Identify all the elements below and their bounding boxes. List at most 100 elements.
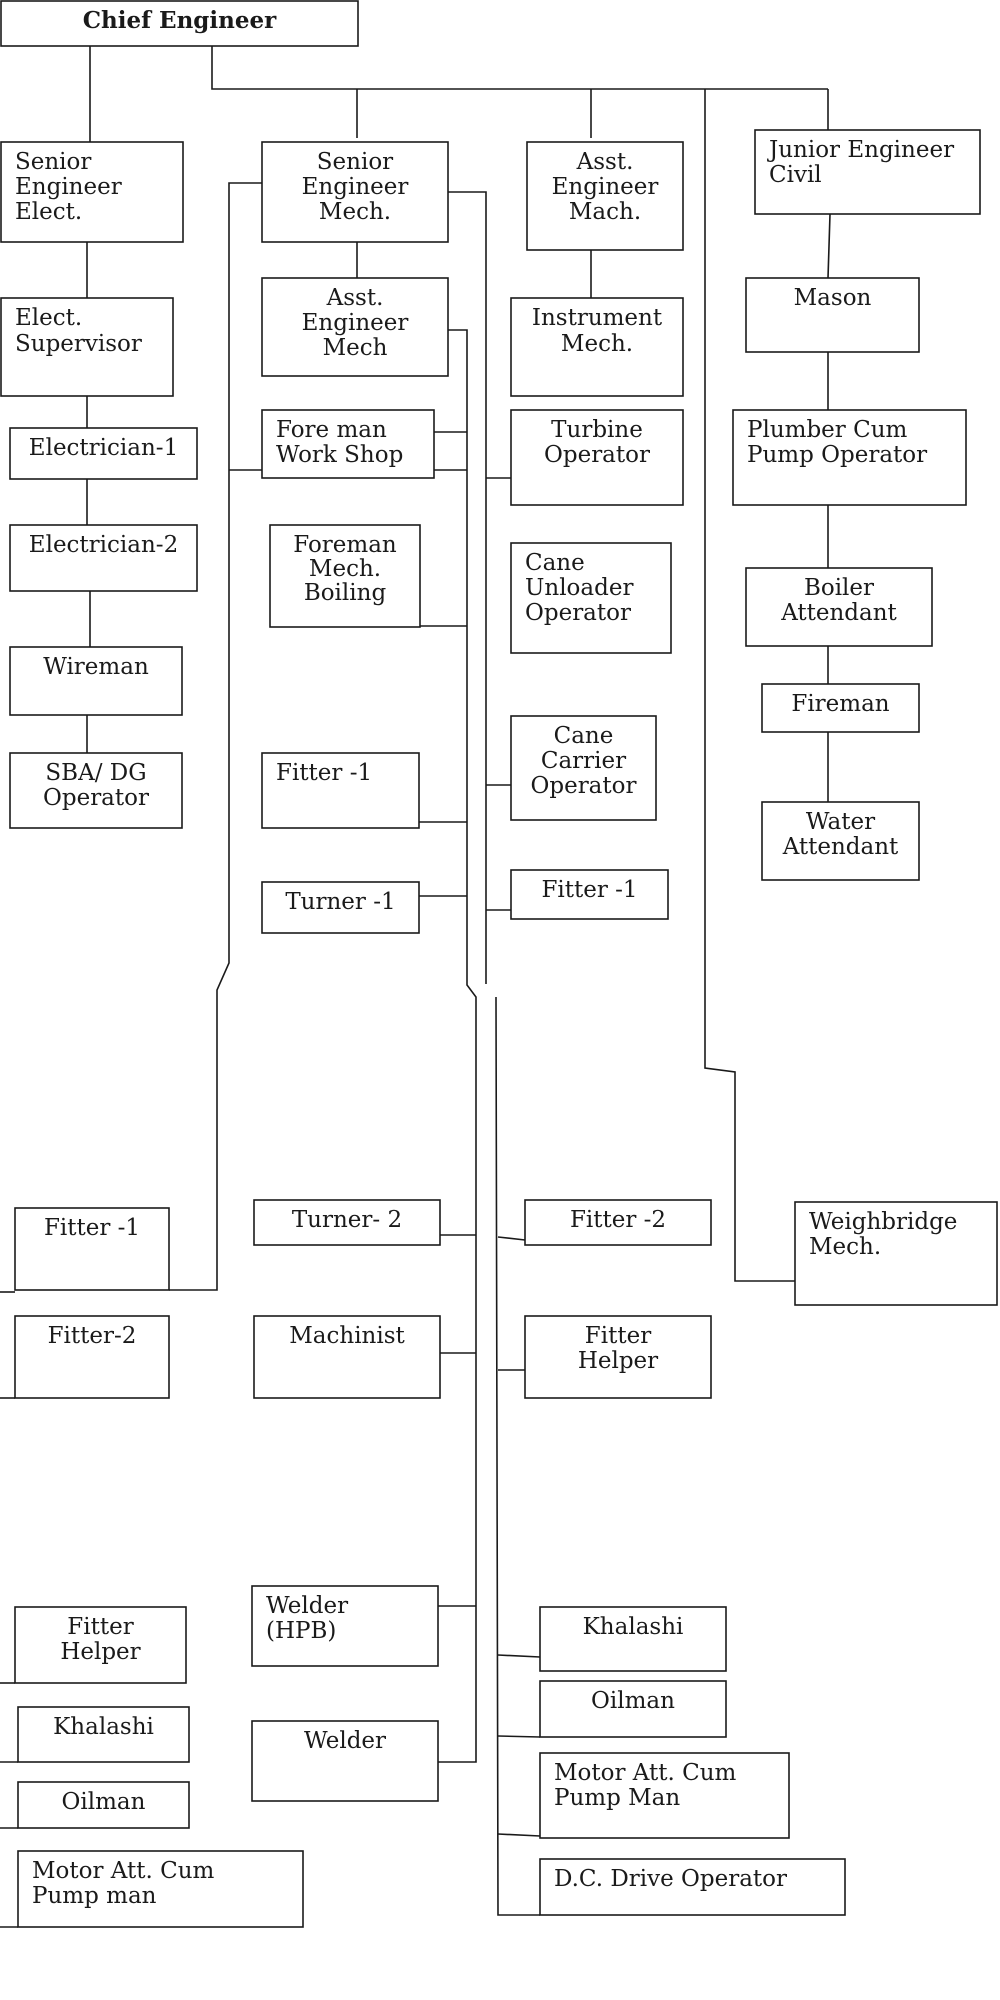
node-box bbox=[9, 427, 198, 480]
node-label: Senior bbox=[317, 149, 393, 175]
node-label: Electrician-2 bbox=[29, 532, 178, 558]
connector-line bbox=[169, 182, 262, 1291]
node-label: Weighbridge bbox=[809, 1209, 957, 1235]
node-label: Pump Man bbox=[554, 1785, 680, 1811]
node-label: Engineer bbox=[302, 174, 409, 200]
node-label: Fitter -1 bbox=[276, 760, 372, 786]
node-label: Mason bbox=[794, 285, 872, 311]
node-label: Attendant bbox=[782, 834, 899, 860]
node-label: (HPB) bbox=[266, 1618, 336, 1644]
node-fireman: Fireman bbox=[761, 683, 920, 733]
node-label: Helper bbox=[60, 1639, 140, 1665]
node-box bbox=[14, 1315, 170, 1399]
node-label: Mach. bbox=[569, 199, 641, 225]
connector-line bbox=[448, 191, 487, 984]
node-label: Engineer bbox=[552, 174, 659, 200]
connector-line bbox=[497, 1654, 541, 1658]
node-box bbox=[251, 1720, 439, 1802]
node-turner1: Turner -1 bbox=[261, 881, 420, 934]
node-label: Mech. bbox=[561, 331, 633, 357]
connector-line bbox=[497, 1735, 541, 1738]
node-box bbox=[0, 0, 359, 47]
node-label: Chief Engineer bbox=[83, 7, 277, 34]
connector-line bbox=[827, 213, 831, 279]
node-box bbox=[17, 1706, 190, 1763]
node-box bbox=[14, 1207, 170, 1291]
node-label: Attendant bbox=[780, 600, 897, 626]
connector-line bbox=[497, 1236, 526, 1241]
node-box bbox=[745, 567, 933, 647]
node-label: SBA/ DG bbox=[45, 760, 146, 786]
node-label: Oilman bbox=[62, 1789, 146, 1815]
node-label: Fitter -2 bbox=[570, 1207, 666, 1233]
node-label: Elect. bbox=[15, 305, 82, 331]
connector-line bbox=[704, 89, 795, 1282]
node-label: Khalashi bbox=[53, 1714, 154, 1740]
node-label: Wireman bbox=[43, 654, 149, 680]
node-oilman-right: Oilman bbox=[539, 1680, 727, 1738]
node-fitter2-left: Fitter-2 bbox=[14, 1315, 170, 1399]
node-welder: Welder bbox=[251, 1720, 439, 1802]
node-label: Khalashi bbox=[583, 1614, 684, 1640]
node-box bbox=[261, 881, 420, 934]
connector-line bbox=[438, 329, 477, 1763]
node-label: Boiling bbox=[304, 580, 387, 606]
node-box bbox=[261, 752, 420, 829]
node-label: Cane bbox=[554, 723, 614, 749]
node-label: Machinist bbox=[289, 1323, 405, 1349]
node-box bbox=[510, 297, 684, 397]
node-label: Fore man bbox=[276, 417, 387, 443]
node-label: Engineer bbox=[302, 310, 409, 336]
node-turner2: Turner- 2 bbox=[253, 1199, 441, 1246]
node-label: Helper bbox=[578, 1348, 658, 1374]
node-box bbox=[253, 1315, 441, 1399]
node-boxes: Chief EngineerSeniorEngineerElect.Senior… bbox=[0, 0, 998, 1928]
node-box bbox=[261, 141, 449, 243]
node-wireman: Wireman bbox=[9, 646, 183, 716]
node-box bbox=[510, 715, 657, 821]
node-label: Instrument bbox=[532, 305, 663, 331]
node-label: Water bbox=[806, 809, 875, 835]
node-box bbox=[261, 277, 449, 377]
node-box bbox=[539, 1606, 727, 1672]
node-box bbox=[9, 646, 183, 716]
node-fitter1-right: Fitter -1 bbox=[510, 869, 669, 920]
node-oilman-left: Oilman bbox=[17, 1781, 190, 1829]
connector-line bbox=[497, 1833, 541, 1837]
node-box bbox=[539, 1752, 790, 1839]
node-label: Junior Engineer bbox=[767, 137, 954, 163]
node-label: Civil bbox=[769, 162, 822, 188]
node-label: Supervisor bbox=[15, 331, 142, 357]
node-label: Asst. bbox=[576, 149, 634, 175]
node-label: Asst. bbox=[326, 285, 384, 311]
node-box bbox=[539, 1680, 727, 1738]
node-box bbox=[17, 1850, 304, 1928]
node-label: Operator bbox=[544, 442, 650, 468]
node-label: Senior bbox=[15, 149, 91, 175]
node-label: Oilman bbox=[591, 1688, 675, 1714]
node-box bbox=[526, 141, 684, 251]
node-box bbox=[17, 1781, 190, 1829]
node-box bbox=[261, 409, 435, 479]
node-box bbox=[251, 1585, 439, 1667]
node-label: Elect. bbox=[15, 199, 82, 225]
node-label: D.C. Drive Operator bbox=[554, 1866, 787, 1892]
node-box bbox=[732, 409, 967, 506]
node-box bbox=[754, 129, 981, 215]
node-box bbox=[0, 141, 184, 243]
node-box bbox=[510, 409, 684, 506]
node-box bbox=[9, 524, 198, 592]
node-label: Electrician-1 bbox=[29, 435, 178, 461]
